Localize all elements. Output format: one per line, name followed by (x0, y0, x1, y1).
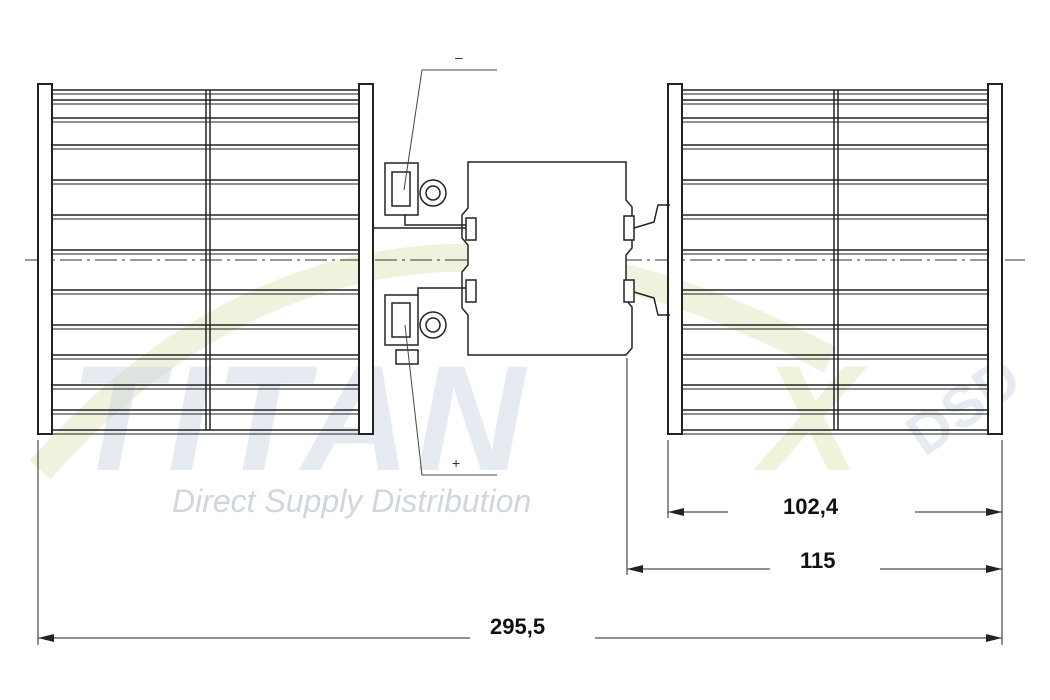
arrow-295-5-right (986, 634, 1002, 642)
motor-body (373, 161, 670, 356)
arrow-115-left (627, 565, 643, 573)
right-wheel-end-plate-outer (987, 83, 1003, 435)
connector-positive-terminal-inner (425, 317, 441, 333)
connector-negative-wire (404, 215, 466, 226)
motor-left-tab-upper (465, 217, 477, 241)
motor-shaft-coupling-upper (633, 204, 670, 229)
motor-right-tab-upper (623, 215, 635, 241)
motor-left-tab-lower (465, 279, 477, 303)
right-fan-wheel (667, 83, 1003, 435)
watermark-swoosh (29, 243, 837, 480)
connector-positive-plug (395, 349, 419, 365)
dimension-overall-length: 295,5 (490, 614, 545, 639)
dimension-motor-to-end: 115 (800, 548, 836, 573)
connector-positive-pin (391, 302, 411, 338)
connector-negative (384, 162, 466, 226)
arrow-102-4-left (668, 508, 684, 516)
negative-leader-line (403, 69, 497, 191)
motor-shaft-coupling-lower (633, 291, 670, 316)
arrow-295-5-left (38, 634, 54, 642)
left-fan-wheel (37, 83, 374, 435)
watermark-logo: TITAN X DSD Direct Supply Distribution (29, 243, 1033, 519)
motor-housing (461, 161, 633, 356)
dimension-lines (37, 358, 1003, 645)
connector-positive (384, 287, 466, 365)
negative-polarity-label: – (455, 49, 463, 65)
polarity-leaders (403, 69, 497, 476)
watermark-tagline: Direct Supply Distribution (172, 483, 531, 519)
positive-polarity-label: + (452, 455, 460, 471)
watermark-brand: TITAN (70, 334, 530, 502)
watermark-brand-x: X (753, 334, 868, 502)
left-wheel-end-plate-inner (358, 83, 374, 435)
right-wheel-end-plate-inner (667, 83, 683, 435)
left-wheel-end-plate-outer (37, 83, 53, 435)
motor-right-tab-lower (623, 279, 635, 303)
dimension-arrowheads (38, 508, 1002, 642)
dimension-wheel-width: 102,4 (783, 494, 839, 519)
connector-positive-wire (417, 287, 466, 295)
positive-leader-line (404, 324, 497, 476)
connector-negative-terminal-inner (425, 185, 441, 201)
watermark-brand-suffix: DSD (895, 345, 1033, 468)
connector-negative-pin (391, 171, 411, 207)
arrow-102-4-right (986, 508, 1002, 516)
arrow-115-right (986, 565, 1002, 573)
